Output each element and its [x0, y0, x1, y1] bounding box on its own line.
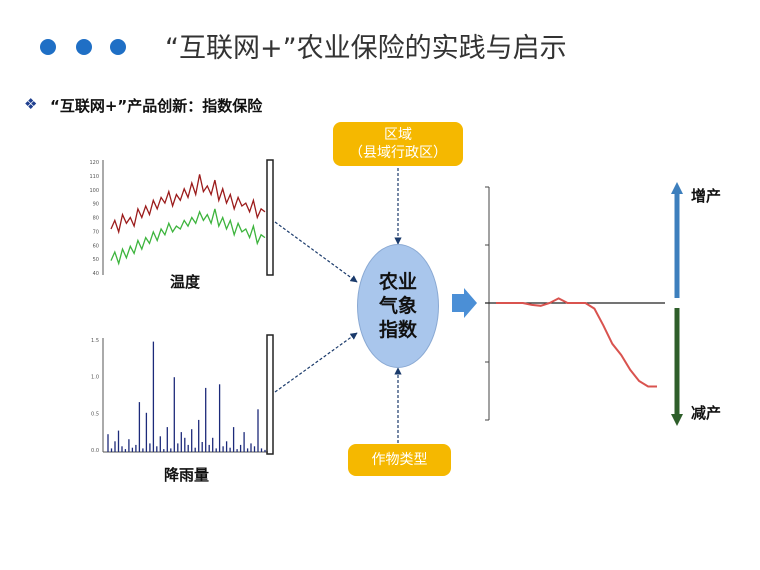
temperature-tick-label: 120 — [89, 160, 99, 166]
temperature-chart: 120 110 100 90 80 70 60 50 40 — [89, 159, 274, 277]
rainfall-label: 降雨量 — [164, 466, 210, 484]
temperature-tick-label: 40 — [93, 271, 99, 277]
page-title: “互联网+”农业保险的实践与启示 — [165, 33, 567, 64]
index-line-3: 指数 — [378, 319, 417, 341]
rainfall-tick-label: 1.0 — [91, 375, 99, 381]
yield-curve-series — [496, 297, 657, 388]
index-line-2: 气象 — [378, 295, 417, 317]
yield-chart — [485, 186, 665, 421]
rainfall-bars — [107, 341, 266, 452]
diamond-bullet-icon: ❖ — [24, 95, 38, 113]
header-dot-1 — [40, 39, 56, 55]
temperature-tick-label: 110 — [89, 174, 99, 180]
increase-arrow-icon — [671, 182, 683, 194]
temperature-to-index-arrow — [274, 221, 358, 283]
temperature-tick-label: 70 — [93, 229, 99, 235]
rainfall-tick-label: 0.0 — [91, 448, 99, 454]
index-line-1: 农业 — [378, 271, 417, 293]
rainfall-tick-label: 0.5 — [91, 411, 99, 417]
increase-label: 增产 — [691, 187, 722, 205]
rainfall-tick-label: 1.5 — [91, 338, 99, 344]
temperature-series-high — [110, 174, 266, 235]
temperature-tick-label: 90 — [93, 202, 99, 208]
rainfall-highlight-window — [266, 334, 274, 455]
header-dot-2 — [76, 39, 92, 55]
header-dot-3 — [110, 39, 126, 55]
region-sublabel: （县域行政区） — [349, 145, 447, 161]
temperature-series-low — [110, 208, 266, 266]
output-arrow-icon — [452, 288, 477, 318]
section-title: “互联网+”产品创新：指数保险 — [50, 97, 263, 115]
temperature-tick-labels: 120 110 100 90 80 70 60 50 40 — [89, 160, 99, 277]
temperature-label: 温度 — [170, 273, 201, 291]
rainfall-to-index-arrow — [274, 332, 358, 393]
decrease-arrow-icon — [671, 414, 683, 426]
temperature-tick-label: 50 — [93, 257, 99, 263]
temperature-tick-label: 100 — [89, 188, 99, 194]
region-label: 区域 — [384, 127, 412, 143]
rainfall-tick-labels: 1.5 1.0 0.5 0.0 — [91, 338, 99, 454]
decrease-label: 减产 — [691, 404, 722, 422]
rainfall-chart: 1.5 1.0 0.5 0.0 — [91, 334, 274, 455]
temperature-highlight-window — [266, 159, 274, 276]
temperature-tick-label: 60 — [93, 243, 99, 249]
crop-type-box: 作物类型 — [348, 444, 451, 476]
temperature-tick-label: 80 — [93, 216, 99, 222]
region-box: 区域 （县域行政区） — [333, 122, 463, 166]
weather-index-ellipse: 农业 气象 指数 — [357, 244, 439, 368]
